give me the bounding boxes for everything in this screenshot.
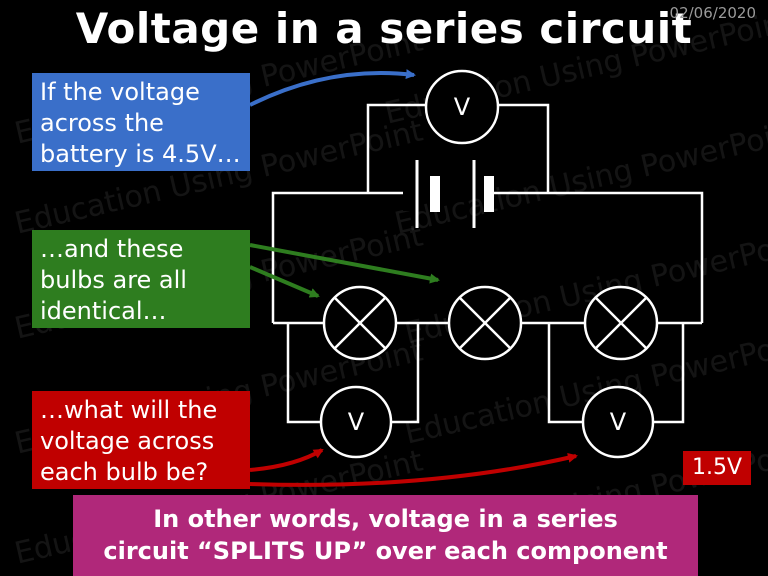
arrow-to-left-bulb	[249, 265, 320, 298]
battery-symbol	[403, 160, 494, 228]
callout-line: bulbs are all	[40, 266, 187, 294]
callout-line: each bulb be?	[40, 458, 209, 486]
callout-line: …and these	[40, 235, 184, 263]
callout-line: battery is 4.5V…	[40, 140, 241, 168]
callout-line: across the	[40, 109, 164, 137]
bulb-middle	[447, 285, 523, 361]
summary-line: In other words, voltage in a series	[153, 505, 618, 533]
voltmeter-battery	[424, 69, 500, 145]
wire	[653, 323, 685, 424]
bulb-left	[322, 285, 398, 361]
callout-line: …what will the	[40, 396, 218, 424]
wire	[366, 103, 426, 193]
question-callout: …what will the voltage across each bulb …	[32, 391, 250, 489]
slide-title: Voltage in a series circuit	[75, 4, 693, 53]
arrow-to-middle-bulb	[249, 243, 440, 284]
voltage-answer-badge: 1.5V	[683, 451, 751, 485]
wire	[286, 323, 321, 424]
voltmeter-label: V	[348, 408, 365, 436]
arrow-to-left-voltmeter	[249, 448, 324, 472]
arrow-to-battery-voltmeter	[249, 69, 416, 107]
wire	[391, 323, 420, 424]
battery-voltage-callout: If the voltage across the battery is 4.5…	[32, 73, 250, 171]
summary-line: circuit “SPLITS UP” over each component	[103, 537, 668, 565]
callout-line: identical…	[40, 297, 167, 325]
callout-line: voltage across	[40, 427, 215, 455]
wire	[271, 191, 417, 323]
wire	[498, 103, 550, 193]
callout-line: If the voltage	[40, 78, 200, 106]
summary-banner: In other words, voltage in a series circ…	[73, 495, 698, 576]
identical-bulbs-callout: …and these bulbs are all identical…	[32, 230, 250, 328]
arrow-to-right-voltmeter	[249, 452, 578, 487]
voltmeter-right-bulb	[581, 385, 655, 459]
wire	[547, 323, 583, 424]
wire	[492, 191, 704, 323]
voltmeter-label: V	[610, 408, 627, 436]
bulb-right	[583, 285, 659, 361]
slide-date: 02/06/2020	[669, 4, 756, 22]
voltmeter-left-bulb	[319, 385, 393, 459]
voltmeter-label: V	[454, 93, 471, 121]
